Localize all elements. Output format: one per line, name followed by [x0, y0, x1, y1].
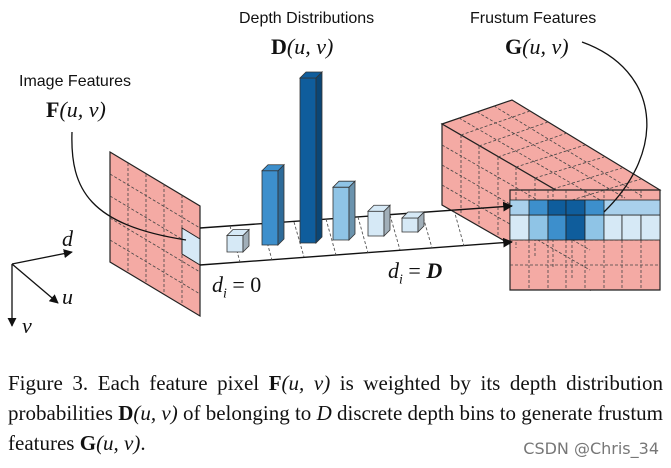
depth-bar-6 [401, 211, 425, 233]
depth-distributions-symbol: D(u, v) [271, 34, 334, 59]
axis-d-label: d [62, 226, 73, 251]
depth-bar-3 [299, 71, 323, 244]
depth-bar-1 [226, 228, 250, 253]
image-features-label: Image Features [19, 73, 132, 90]
frustum-features-label: Frustum Features [470, 10, 597, 27]
frustum-feature-block [440, 99, 662, 292]
frustum-row [509, 199, 661, 241]
image-features-symbol: F(u, v) [46, 97, 106, 122]
depth-bar-4 [332, 180, 356, 241]
depth-distribution-bars [226, 71, 425, 253]
depth-start-label: di = 0 [212, 272, 262, 302]
frustum-diagram [7, 41, 662, 327]
frustum-features-symbol: G(u, v) [505, 34, 569, 59]
frustum-feature-leader [581, 41, 648, 213]
depth-bar-2 [261, 163, 285, 246]
axes [7, 249, 73, 327]
axis-v-label: v [22, 313, 32, 338]
watermark: CSDN @Chris_34 [523, 439, 659, 458]
image-feature-leader [71, 131, 187, 241]
depth-distributions-label: Depth Distributions [239, 10, 375, 27]
depth-end-label: di = D [388, 258, 443, 288]
depth-bar-5 [367, 204, 391, 237]
figure-caption: Figure 3. Each feature pixel F(u, v) is … [8, 371, 663, 455]
axis-u-label: u [62, 284, 73, 309]
